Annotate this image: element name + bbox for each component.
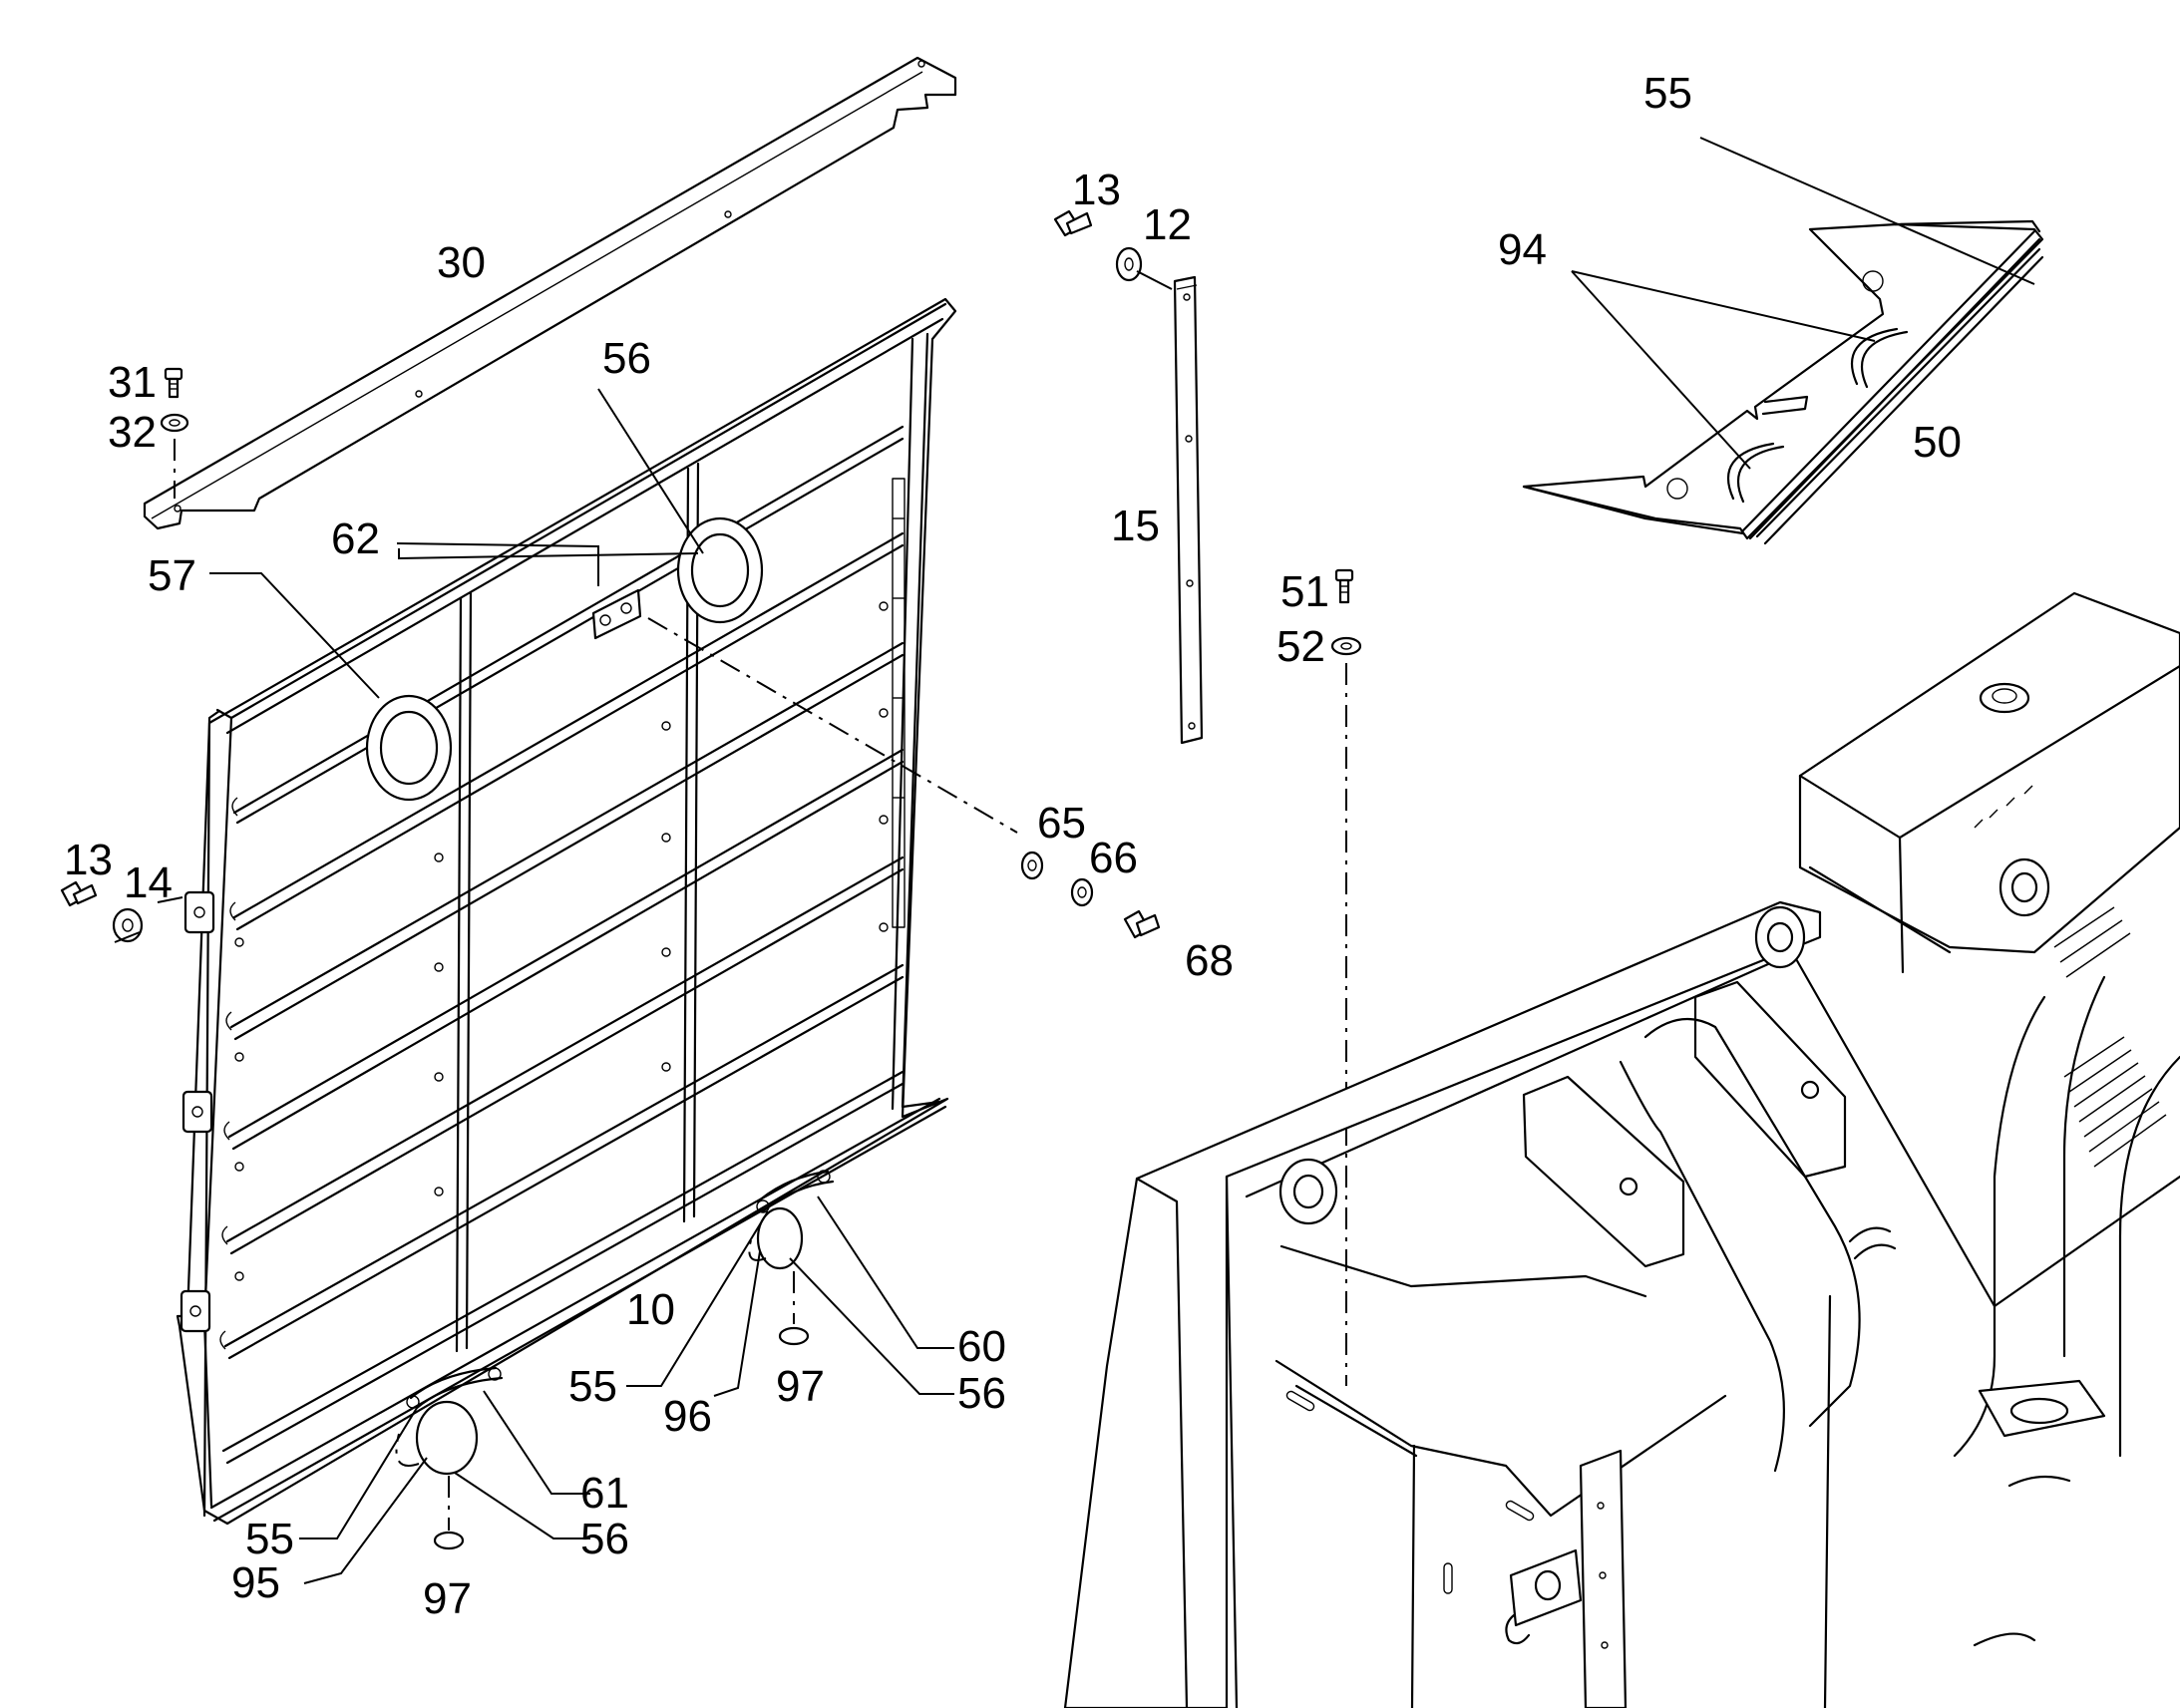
leader-lines — [114, 137, 2035, 1584]
part-60-clamp — [748, 1170, 835, 1270]
callout-55-top: 55 — [1643, 69, 1692, 118]
callout-51: 51 — [1280, 567, 1329, 616]
part-10-louvered-grille — [176, 297, 957, 1550]
callout-97: 97 — [776, 1362, 825, 1411]
callout-57: 57 — [148, 551, 196, 600]
bellows — [2053, 906, 2167, 1168]
callout-61: 61 — [580, 1469, 629, 1518]
callout-56: 56 — [602, 334, 651, 383]
rivets — [234, 601, 889, 1281]
part-31-bolt — [164, 367, 183, 399]
callout-13: 13 — [64, 836, 113, 884]
callout-31: 31 — [108, 358, 157, 407]
part-30-top-rail — [143, 56, 957, 530]
part-57-ring — [365, 694, 453, 802]
callout-32: 32 — [108, 408, 157, 457]
louver-curls — [219, 797, 238, 1350]
machine-frame — [1063, 591, 2180, 1708]
callout-30: 30 — [437, 238, 486, 287]
part-66-washer — [1070, 877, 1094, 907]
callout-97-bot: 97 — [423, 1574, 472, 1623]
callout-55: 55 — [568, 1362, 617, 1411]
part-52-washer — [1330, 636, 1362, 656]
part-13-bolt-left — [60, 880, 98, 907]
callout-14: 14 — [124, 858, 173, 907]
callout-66: 66 — [1089, 834, 1138, 882]
part-65-washer — [1020, 851, 1044, 880]
part-32-washer — [160, 413, 189, 499]
part-50-cover — [1522, 219, 2044, 545]
part-51-bolt — [1334, 568, 1354, 604]
callout-96: 96 — [663, 1392, 712, 1441]
callout-68: 68 — [1185, 936, 1234, 985]
callout-95: 95 — [231, 1558, 280, 1607]
callout-55-bot: 55 — [245, 1515, 294, 1563]
part-97-oring-mid — [778, 1326, 810, 1346]
part-62-plate — [591, 588, 642, 640]
callout-62: 62 — [331, 514, 380, 563]
left-mounting-tabs — [180, 890, 215, 1333]
callout-50: 50 — [1913, 418, 1962, 467]
callout-52: 52 — [1276, 622, 1325, 671]
callout-labels: 30 31 32 56 62 57 13 14 10 55 96 97 60 5… — [64, 69, 1962, 1623]
callout-65: 65 — [1037, 799, 1086, 848]
callout-56-mid: 56 — [957, 1369, 1006, 1418]
callout-94: 94 — [1498, 225, 1547, 274]
callout-12: 12 — [1143, 200, 1192, 249]
louver-slats — [221, 425, 905, 1465]
right-hinge-strip — [892, 478, 906, 928]
callout-13-top: 13 — [1072, 166, 1121, 214]
callout-15: 15 — [1111, 502, 1160, 550]
part-12-washer — [1115, 246, 1173, 290]
part-13-bolt-top — [1053, 209, 1093, 237]
callout-60: 60 — [957, 1322, 1006, 1371]
callout-10: 10 — [626, 1285, 675, 1334]
part-97-oring-bot — [433, 1531, 465, 1550]
callout-56-bot: 56 — [580, 1515, 629, 1563]
part-68-bolt — [1123, 909, 1161, 939]
part-15-strip — [1173, 275, 1204, 745]
part-56-ring-top — [676, 516, 764, 624]
